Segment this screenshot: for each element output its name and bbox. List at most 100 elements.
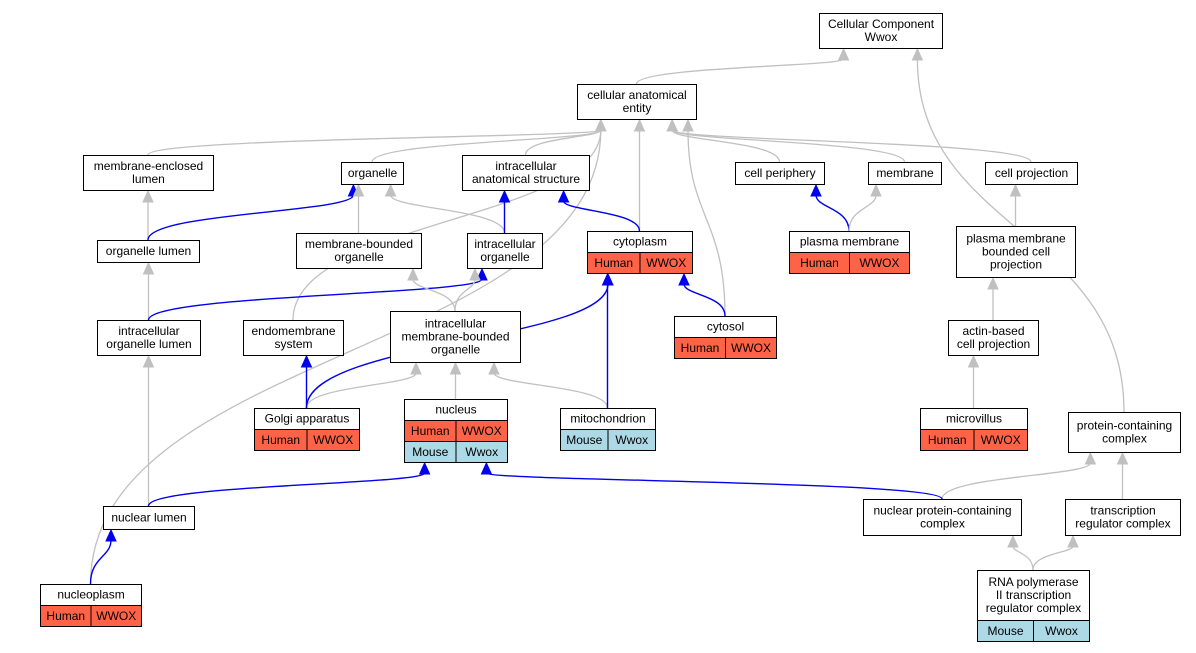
arrowhead: [595, 118, 607, 132]
node-label: anatomical structure: [472, 172, 580, 186]
edge-cytoplasm-to-cae: [633, 118, 646, 231]
node-box: [956, 226, 1076, 278]
edge-iol-to-intorg: [147, 267, 488, 321]
node-label: complex: [1102, 432, 1147, 446]
edge-line: [848, 194, 877, 232]
gene-label: Wwox: [1045, 624, 1078, 638]
edge-line: [147, 194, 355, 241]
arrowhead: [837, 47, 850, 61]
species-label: Human: [681, 341, 720, 355]
edge-orglumen-to-mel: [142, 189, 154, 240]
node-box: [977, 570, 1090, 621]
node-label: membrane-bounded: [305, 237, 413, 251]
node-label: regulator complex: [1075, 517, 1170, 531]
node-box: [985, 162, 1078, 185]
arrowhead: [105, 528, 117, 542]
edge-line: [671, 129, 906, 163]
node-label: system: [274, 337, 312, 351]
edge-nuclumen-to-nucleus: [147, 461, 431, 507]
node-label: protein-containing: [1077, 419, 1172, 433]
node-box: [868, 162, 942, 185]
edge-npcc-to-nucleus: [480, 461, 943, 500]
node-box: [103, 506, 195, 530]
node-label: organelle lumen: [106, 337, 191, 351]
arrowhead: [1009, 183, 1022, 197]
arrowhead: [449, 361, 462, 375]
edge-line: [683, 283, 726, 317]
node-label: organelle: [480, 250, 530, 264]
edge-cellproj-to-cae: [666, 118, 1032, 163]
gene-cell: [90, 605, 142, 627]
node-cellper[interactable]: cell periphery: [735, 162, 825, 185]
node-label: cellular anatomical: [587, 88, 686, 102]
arrowhead: [142, 189, 154, 203]
arrowhead: [142, 354, 155, 368]
gene-label: Wwox: [465, 445, 498, 459]
node-label: transcription: [1090, 504, 1155, 518]
node-label: cytoplasm: [613, 235, 667, 249]
edge-line: [815, 194, 850, 232]
gene-cell: [725, 337, 777, 359]
species-label: Mouse: [987, 624, 1023, 638]
node-membrane[interactable]: membrane: [868, 162, 942, 185]
node-organelle[interactable]: organelle: [341, 162, 404, 185]
arrowhead: [476, 267, 488, 281]
arrowhead: [418, 461, 431, 475]
node-nuclumen[interactable]: nuclear lumen: [103, 506, 195, 530]
node-box: [97, 320, 201, 356]
arrowhead: [480, 461, 493, 475]
node-label: organelle: [431, 343, 481, 357]
arrowhead: [300, 354, 313, 368]
arrowhead: [142, 261, 155, 275]
arrowhead: [678, 272, 690, 286]
node-label: intracellular: [118, 324, 179, 338]
gene-label: WWOX: [96, 609, 136, 623]
arrowhead: [469, 267, 481, 281]
edge-pmbcp-to-cellproj: [1009, 183, 1022, 226]
node-cellproj[interactable]: cell projection: [985, 162, 1078, 185]
edge-cae-to-root: [635, 47, 850, 85]
node-box: [948, 320, 1039, 356]
edge-intorg-to-ias: [498, 189, 511, 234]
node-orglumen[interactable]: organelle lumen: [97, 240, 200, 263]
edge-line: [412, 278, 456, 312]
edge-trc-to-pcc: [1116, 451, 1129, 499]
arrowhead: [666, 118, 678, 132]
node-label: Cellular Component: [828, 17, 935, 31]
edge-membrane-to-cae: [666, 118, 906, 163]
species-label: Human: [46, 609, 85, 623]
edge-mel-to-cae: [147, 118, 607, 156]
node-label: intracellular: [495, 159, 556, 173]
edge-line: [562, 200, 641, 232]
gene-cell: [849, 252, 910, 274]
node-box: [97, 240, 200, 263]
gene-label: WWOX: [860, 256, 900, 270]
edge-line: [147, 278, 483, 321]
